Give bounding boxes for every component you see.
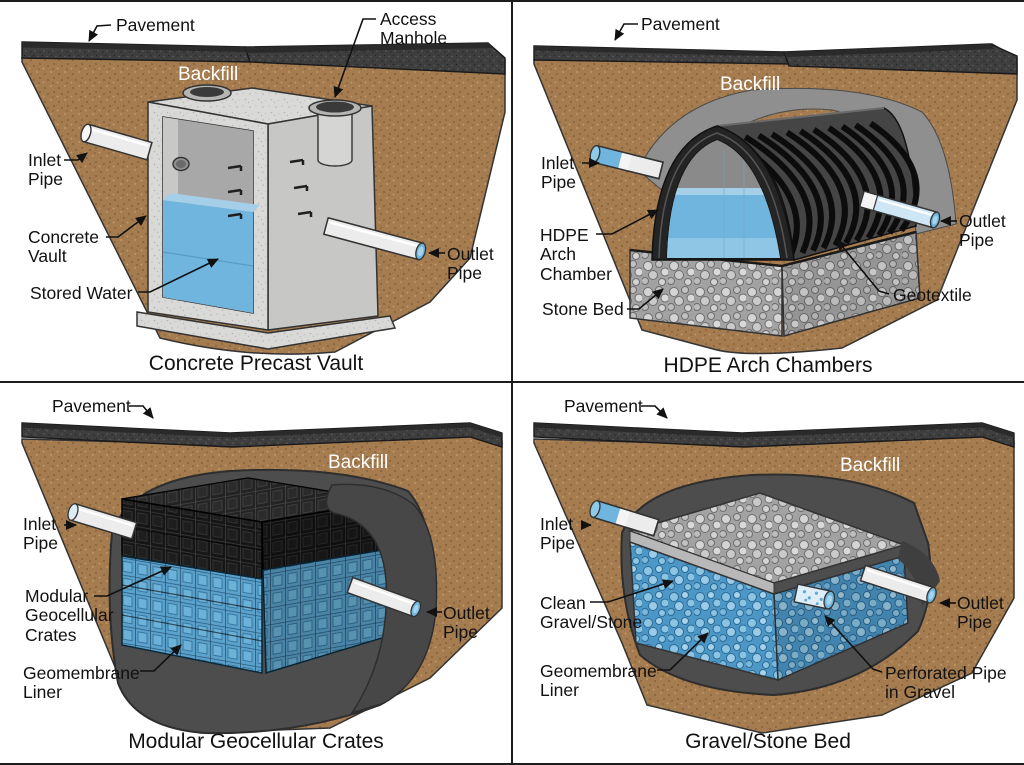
pavement-slab: [533, 422, 1015, 448]
vault-base-slab: [136, 311, 397, 350]
leader-pavement: [88, 24, 112, 42]
panel-title: Concrete Precast Vault: [148, 352, 364, 375]
illustration-gravel-stone-bed: [533, 405, 1015, 734]
inlet-pipe-illustration: [80, 123, 153, 161]
leader-pavement: [129, 405, 154, 419]
inlet-pipe-illustration: [589, 144, 664, 180]
stone-bed-illustration: [629, 230, 921, 337]
leader-geotextile: [836, 239, 890, 295]
leader-lines: [64, 405, 442, 672]
leader-clean-gravel-stone: [590, 579, 674, 603]
leader-lines: [64, 18, 445, 293]
leader-access-manhole: [333, 18, 376, 98]
panel-title: Gravel/Stone Bed: [685, 730, 851, 753]
leader-geomembrane-liner: [140, 644, 182, 672]
backfill-label: Backfill: [328, 452, 389, 473]
pavement-slab: [21, 41, 506, 75]
label-stone-bed: Stone Bed: [542, 299, 624, 319]
label-pavement: Pavement: [52, 396, 131, 416]
outlet-pipe-illustration: [858, 190, 941, 229]
backfill-label: Backfill: [720, 74, 781, 95]
leader-stone-bed: [627, 288, 664, 310]
access-manhole-riser: [308, 99, 362, 167]
label-stored-water: Stored Water: [30, 283, 133, 303]
chamber-water: [667, 150, 780, 258]
leader-geomembrane-liner: [657, 632, 709, 671]
label-pavement: Pavement: [564, 396, 643, 416]
leader-inlet-pipe: [64, 152, 88, 164]
outlet-pipe-illustration: [322, 216, 427, 261]
panel-title: Modular Geocellular Crates: [128, 730, 384, 753]
panel-title: HDPE Arch Chambers: [663, 354, 873, 377]
illustration-hdpe-arch-chambers: [533, 23, 1018, 355]
leader-pavement: [614, 23, 638, 41]
pavement-slab: [533, 43, 1018, 75]
liner-drape-fold: [325, 483, 438, 715]
perforated-pipe-illustration: [793, 583, 836, 610]
outlet-pipe-illustration: [346, 576, 422, 618]
leader-stored-water: [138, 258, 219, 293]
outlet-pipe-illustration: [859, 564, 937, 604]
concrete-vault-illustration: [136, 84, 397, 350]
inlet-pipe-illustration: [589, 499, 660, 537]
leader-modular-geocellular-crates: [94, 566, 172, 597]
label-pavement: Pavement: [116, 15, 195, 35]
leader-perforated-pipe: [824, 615, 883, 673]
rear-manhole: [182, 84, 232, 102]
backfill-label: Backfill: [840, 455, 901, 476]
inlet-pipe-illustration: [67, 502, 138, 540]
leader-lines: [581, 405, 956, 673]
label-pavement: Pavement: [641, 14, 720, 34]
pavement-slab: [21, 422, 503, 448]
backfill-label: Backfill: [178, 64, 239, 85]
illustration-modular-geocellular-crates: [21, 405, 503, 735]
illustration-concrete-precast-vault: [21, 18, 506, 355]
leader-lines: [582, 23, 957, 310]
ladder-rungs: [227, 158, 313, 219]
arch-front-ring: [651, 125, 795, 261]
stored-water-illustration: [162, 193, 260, 313]
horizontal-divider-line: [0, 381, 1024, 383]
leader-pavement: [641, 405, 668, 419]
leader-hdpe-arch-chamber: [596, 209, 659, 235]
label-geotextile: Geotextile: [893, 285, 972, 305]
leader-concrete-vault: [106, 215, 147, 238]
